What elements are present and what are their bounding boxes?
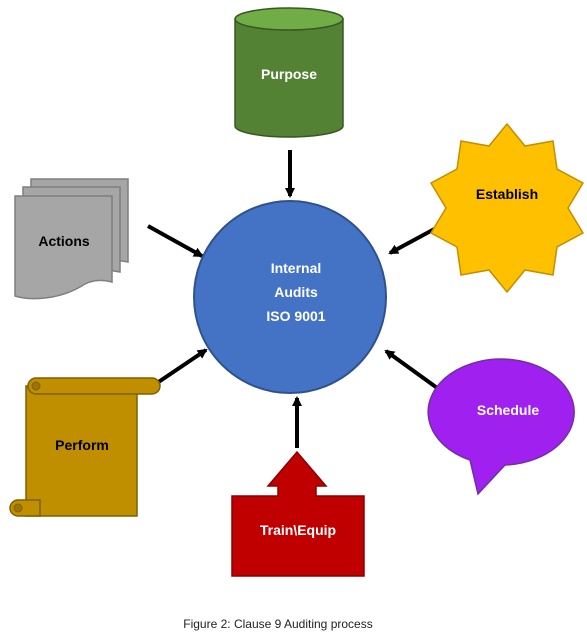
- figure-caption: Figure 2: Clause 9 Auditing process: [183, 617, 372, 631]
- establish-label: Establish: [476, 186, 538, 202]
- center-line-2: Audits: [274, 284, 318, 300]
- doc-front: [14, 195, 113, 300]
- node-schedule: Schedule: [427, 358, 575, 496]
- node-purpose: Purpose: [234, 7, 344, 138]
- node-establish: Establish: [429, 122, 585, 294]
- center-node: Internal Audits ISO 9001: [193, 200, 387, 394]
- arrow-perform: [155, 348, 208, 385]
- arrow-schedule: [384, 349, 442, 392]
- cylinder-top: [234, 7, 344, 31]
- center-line-1: Internal: [271, 260, 322, 276]
- node-train: Train\Equip: [231, 450, 365, 577]
- perform-label: Perform: [55, 437, 109, 453]
- bubble-shape: [427, 358, 575, 496]
- purpose-label: Purpose: [261, 66, 317, 82]
- schedule-label: Schedule: [477, 402, 539, 418]
- node-perform: Perform: [9, 377, 161, 517]
- actions-label: Actions: [38, 233, 90, 249]
- scroll-top-roll: [27, 377, 161, 395]
- arrow-callout-shape: [231, 450, 365, 577]
- center-line-3: ISO 9001: [266, 308, 325, 324]
- scroll-top-curl: [31, 381, 41, 391]
- arrow-actions: [147, 224, 204, 258]
- star-shape: [429, 122, 585, 294]
- scroll-bottom-curl: [13, 503, 23, 513]
- scroll-body: [25, 385, 138, 517]
- node-actions: Actions: [14, 178, 129, 300]
- train-label: Train\Equip: [260, 522, 336, 538]
- cylinder-shape: [234, 18, 344, 138]
- center-circle: [193, 200, 387, 394]
